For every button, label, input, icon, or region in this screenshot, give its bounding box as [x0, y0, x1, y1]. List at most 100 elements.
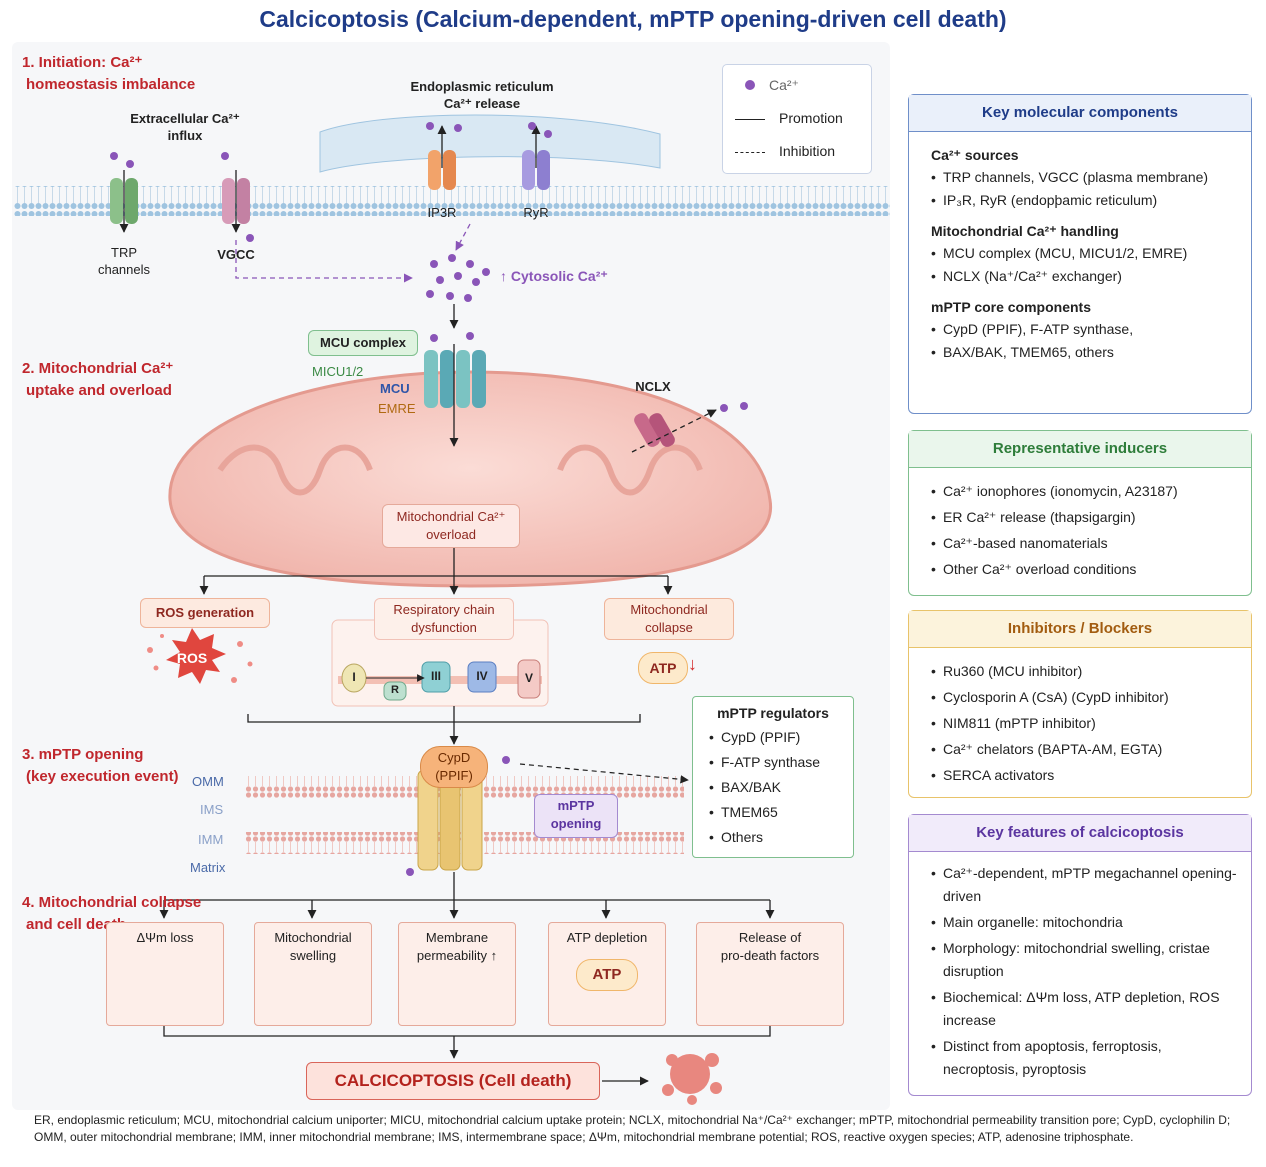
- regulator-item: •TMEM65: [709, 800, 853, 825]
- bullet-icon: •: [709, 779, 714, 795]
- cytosolic-ca-label: ↑ Cytosolic Ca²⁺: [500, 268, 608, 284]
- emre-label: EMRE: [378, 401, 416, 416]
- vgcc-label: VGCC: [217, 247, 255, 262]
- cypd-box: CypD (PPIF): [420, 746, 488, 788]
- ip3r-label: IP3R: [427, 205, 457, 220]
- mptp-line1: mPTP: [557, 798, 595, 813]
- card-swelling: Mitochondrial swelling: [254, 922, 372, 1026]
- inhibitors-list: Ru360 (MCU inhibitor)Cyclosporin A (CsA)…: [909, 658, 1251, 788]
- step3-line2: (key execution event): [26, 768, 179, 785]
- mcu-label: MCU: [380, 381, 410, 396]
- component-item: IP₃R, RyR (endopþamic reticulum): [931, 189, 1237, 212]
- ryr-label: RyR: [523, 205, 549, 220]
- plasma-membrane: [14, 186, 890, 216]
- overload-line2: overload: [426, 527, 476, 542]
- dashed-arrow-icon: [735, 151, 765, 153]
- extracellular-label: Extracellular Ca²⁺influx: [120, 110, 250, 144]
- er-membrane: [319, 114, 661, 173]
- ca-dot-icon: [745, 80, 755, 90]
- step2-line1: 2. Mitochondrial Ca²⁺: [22, 360, 174, 377]
- components-group-title: Ca²⁺ sources: [931, 147, 1019, 163]
- vgcc-channel-icon: [222, 178, 250, 224]
- feature-item: Ca²⁺-dependent, mPTP megachannel opening…: [931, 862, 1237, 908]
- card-atp-badge: ATP: [576, 959, 638, 991]
- bullet-icon: •: [709, 754, 714, 770]
- micu-label: MICU1/2: [312, 364, 364, 379]
- dying-cell-icon: [662, 1053, 722, 1105]
- page-title: Calcicoptosis (Calcium-dependent, mPTP o…: [259, 6, 1007, 32]
- components-group-list: CypD (PPIF), F-ATP synthase,BAX/BAK, TME…: [909, 318, 1251, 364]
- resp-line2: dysfunction: [411, 620, 477, 635]
- inhibitors-title: Inhibitors / Blockers: [909, 611, 1251, 648]
- step1-line2: homeostasis imbalance: [26, 76, 196, 93]
- er-line1: Endoplasmic reticulum: [410, 79, 554, 94]
- card-2-line2: swelling: [289, 948, 337, 963]
- legend-inhibition: Inhibition: [723, 135, 871, 168]
- card-permeability: Membrane permeability ↑: [398, 922, 516, 1026]
- extracellular-line1: Extracellular Ca²⁺: [130, 111, 240, 126]
- inducer-item: Other Ca²⁺ overload conditions: [931, 556, 1237, 582]
- collapse-line1: Mitochondrial: [630, 602, 708, 617]
- bullet-icon: •: [709, 804, 714, 820]
- inducers-panel: Representative inducers Ca²⁺ ionophores …: [908, 430, 1252, 596]
- step2-line2: uptake and overload: [26, 382, 172, 399]
- complex-4-label: IV: [476, 669, 488, 683]
- regulators-title: mPTP regulators: [717, 705, 829, 721]
- respiratory-chain-box: Respiratory chain dysfunction: [374, 598, 514, 640]
- step3-heading: 3. mPTP opening (key execution event): [22, 744, 179, 788]
- feature-item: Morphology: mitochondrial swelling, cris…: [931, 937, 1237, 983]
- card-3-line1: Membrane: [425, 930, 489, 945]
- complex-1-label: I: [352, 670, 356, 684]
- card-2-line1: Mitochondrial: [274, 930, 352, 945]
- omm-label: OMM: [192, 774, 224, 789]
- card-atp-depletion: ATP depletion ATP: [548, 922, 666, 1026]
- complex-5-label: V: [524, 671, 533, 685]
- cypd-line1: CypD: [437, 750, 471, 765]
- nclx-label: NCLX: [635, 379, 671, 394]
- step1-line1: 1. Initiation: Ca²⁺: [22, 54, 143, 71]
- legend-ca: Ca²⁺: [723, 69, 871, 102]
- step4-line2: and cell death: [26, 916, 127, 933]
- regulator-item: •CypD (PPIF): [709, 725, 853, 750]
- trp-channel-icon: [110, 178, 138, 224]
- complex-3-label: III: [430, 669, 441, 683]
- ims-label: IMS: [200, 802, 224, 817]
- legend-promotion: Promotion: [723, 102, 871, 135]
- components-groups: Ca²⁺ sourcesTRP channels, VGCC (plasma m…: [909, 144, 1251, 364]
- feature-item: Distinct from apoptosis, ferroptosis, ne…: [931, 1035, 1237, 1081]
- inhibitor-item: Ru360 (MCU inhibitor): [931, 658, 1237, 684]
- overload-line1: Mitochondrial Ca²⁺: [396, 509, 506, 524]
- regulator-item: •Others: [709, 825, 853, 850]
- inhibitor-item: Cyclosporin A (CsA) (CypD inhibitor): [931, 684, 1237, 710]
- feature-item: Main organelle: mitochondria: [931, 911, 1237, 934]
- mcu-channel-icon: [424, 350, 486, 408]
- mito-collapse-box: Mitochondrial collapse: [604, 598, 734, 640]
- inhibitor-item: NIM811 (mPTP inhibitor): [931, 710, 1237, 736]
- inducers-title: Representative inducers: [909, 431, 1251, 468]
- regulator-item: •BAX/BAK: [709, 775, 853, 800]
- resp-line1: Respiratory chain: [393, 602, 495, 617]
- collapse-line2: collapse: [645, 620, 693, 635]
- components-panel: Key molecular components Ca²⁺ sourcesTRP…: [908, 94, 1252, 414]
- inhibitor-item: Ca²⁺ chelators (BAPTA-AM, EGTA): [931, 736, 1237, 762]
- mcu-complex-label: MCU complex: [308, 330, 418, 356]
- matrix-label: Matrix: [190, 860, 226, 875]
- components-group-title: Mitochondrial Ca²⁺ handling: [931, 223, 1119, 239]
- features-list: Ca²⁺-dependent, mPTP megachannel opening…: [909, 862, 1251, 1081]
- mptp-channel-icon: [417, 769, 483, 871]
- components-group-list: MCU complex (MCU, MICU1/2, EMRE)NCLX (Na…: [909, 242, 1251, 288]
- components-group-title: mPTP core components: [931, 299, 1092, 315]
- legend: Ca²⁺ Promotion Inhibition: [722, 64, 872, 174]
- legend-promotion-label: Promotion: [779, 110, 843, 126]
- imm-label: IMM: [198, 832, 224, 847]
- component-item: BAX/BAK, TMEM65, others: [931, 341, 1237, 364]
- card-3-line2: permeability ↑: [416, 948, 498, 963]
- component-item: NCLX (Na⁺/Ca²⁺ exchanger): [931, 265, 1237, 288]
- cypd-line2: (PPIF): [435, 768, 473, 783]
- bullet-icon: •: [709, 829, 714, 845]
- legend-inhibition-label: Inhibition: [779, 143, 836, 159]
- trp-line2: channels: [97, 262, 151, 277]
